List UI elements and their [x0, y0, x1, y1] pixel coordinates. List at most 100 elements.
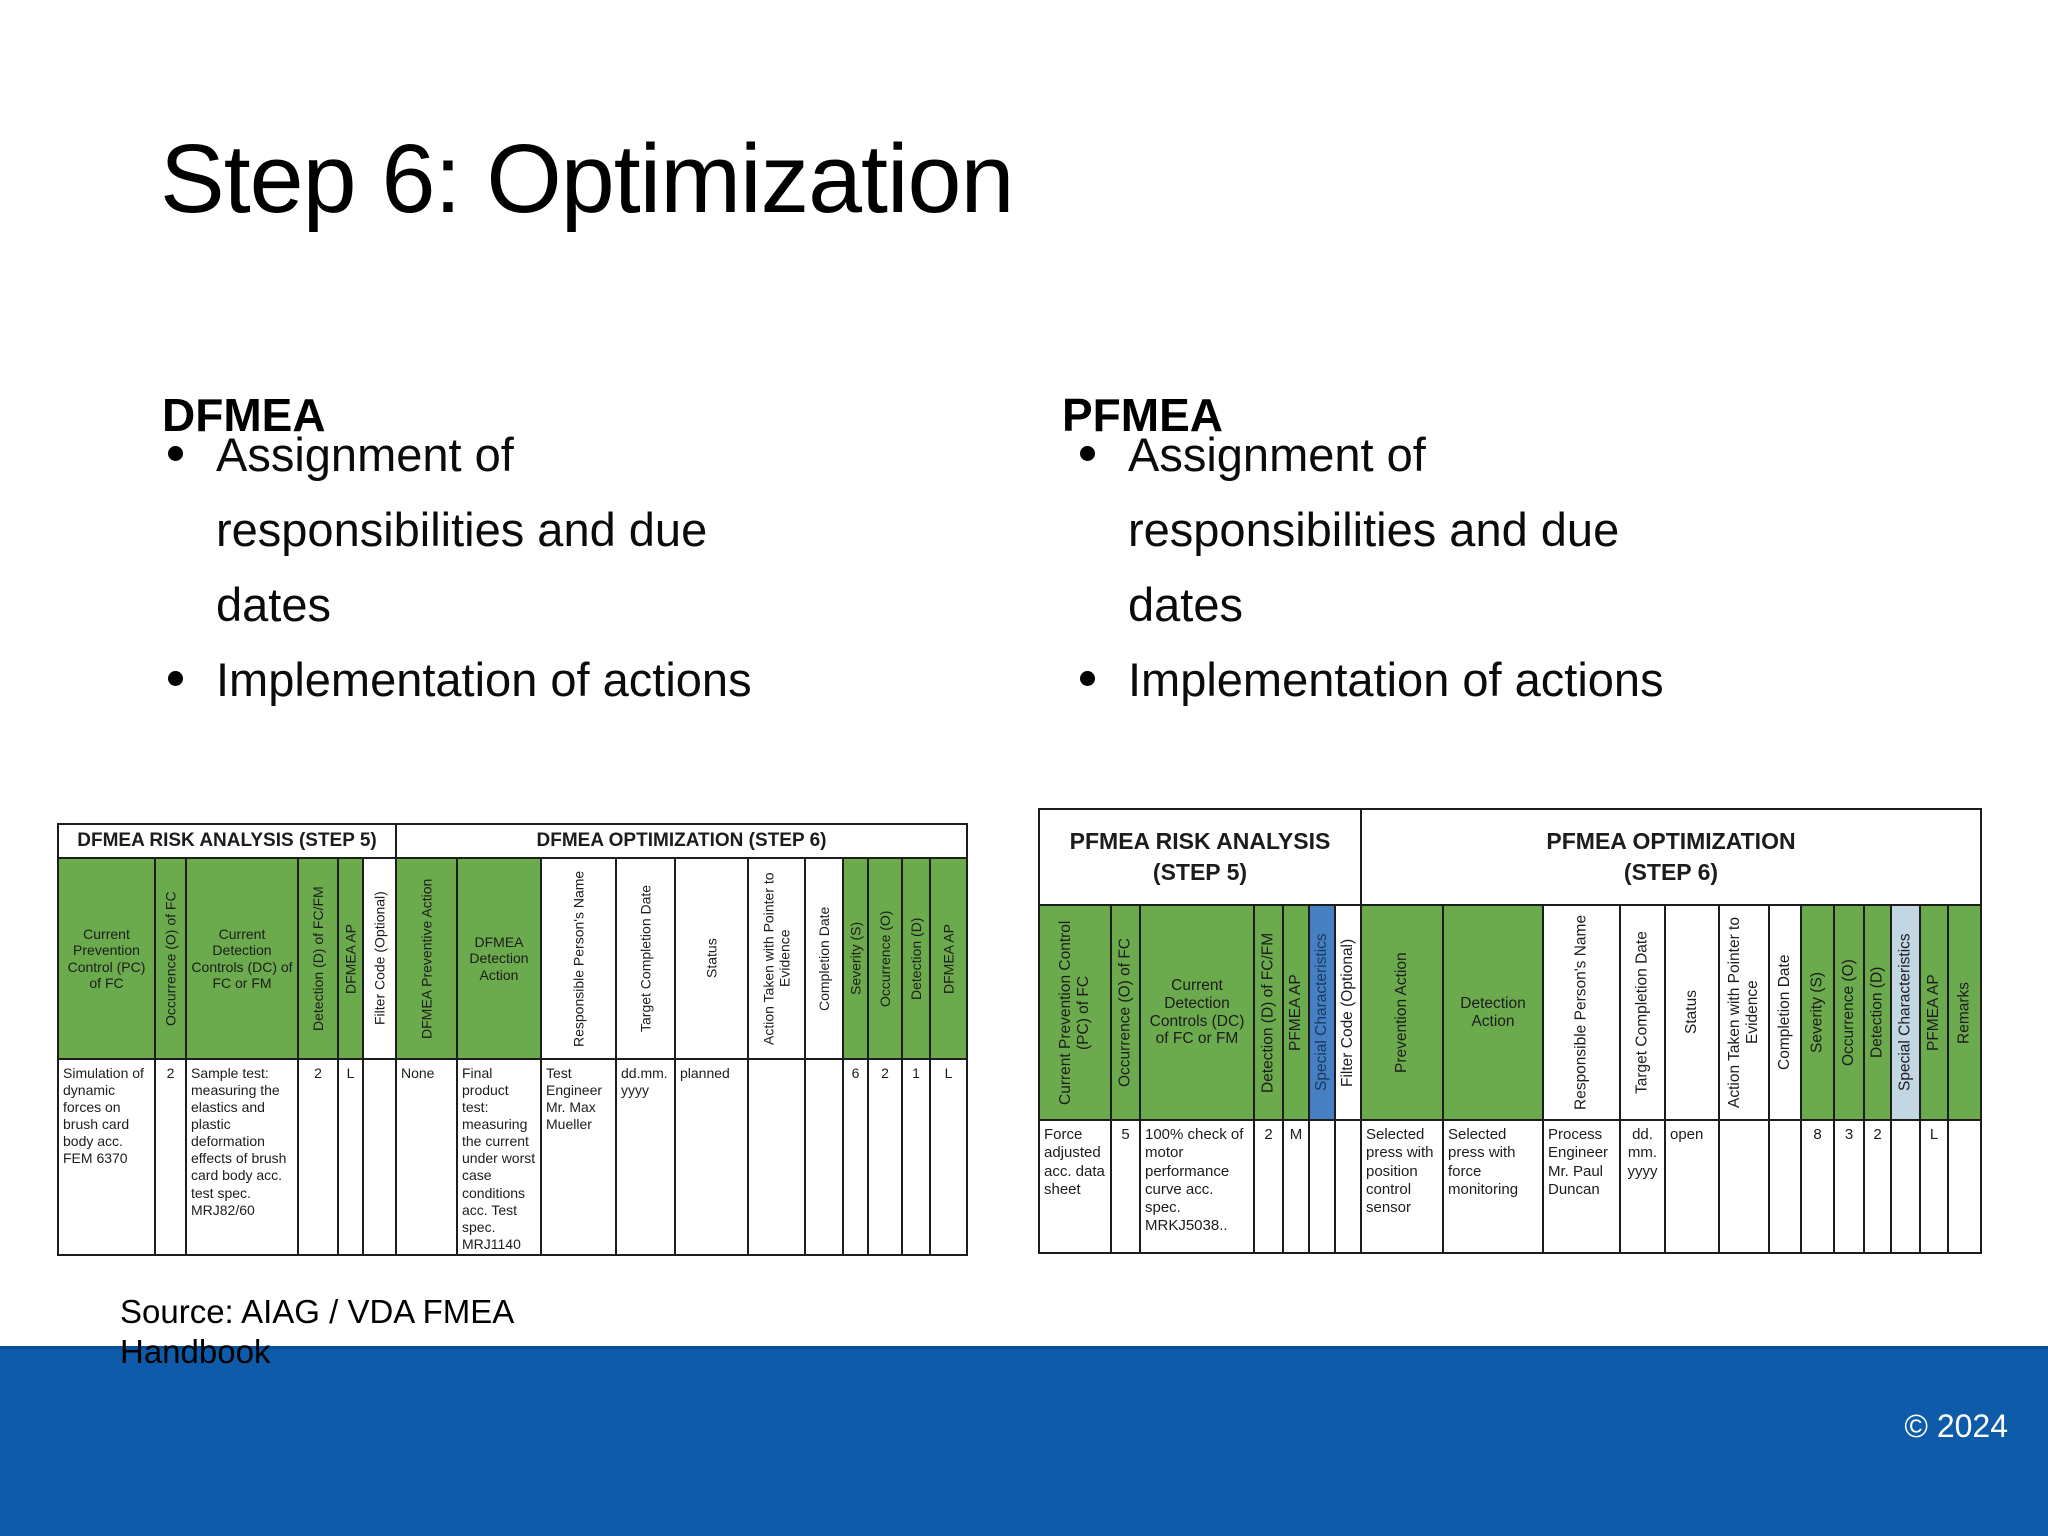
- table-cell: open: [1666, 1121, 1718, 1252]
- column-header: Detection (D) of FC/FM: [1255, 906, 1282, 1119]
- column-header: Current Detection Controls (DC) of FC or…: [187, 859, 297, 1058]
- table-cell: 1: [903, 1060, 929, 1254]
- column-header: Occurrence (O) of FC: [156, 859, 185, 1058]
- column-header: Current Prevention Control (PC) of FC: [59, 859, 154, 1058]
- list-item: Assignment of responsibilities and due d…: [168, 417, 788, 642]
- table-cell: dd. mm. yyyy: [1621, 1121, 1664, 1252]
- footer-bar: [0, 1346, 2048, 1536]
- table-cell: 2: [869, 1060, 901, 1254]
- table-cell: L: [339, 1060, 362, 1254]
- column-header: Detection (D): [903, 859, 929, 1058]
- table-cell: L: [931, 1060, 966, 1254]
- column-header: Detection (D) of FC/FM: [299, 859, 337, 1058]
- table-cell: Final product test: measuring the curren…: [458, 1060, 540, 1254]
- section-header-line: (STEP 5): [1152, 859, 1248, 885]
- column-header: Target Completion Date: [1621, 906, 1664, 1119]
- column-header: Severity (S): [1802, 906, 1833, 1119]
- table-cell: Sample test: measuring the elastics and …: [187, 1060, 297, 1254]
- table-cell: Selected press with force monitoring: [1444, 1121, 1542, 1252]
- list-item: Assignment of responsibilities and due d…: [1080, 417, 1700, 642]
- page-title: Step 6: Optimization: [160, 123, 1014, 233]
- column-header: Detection Action: [1444, 906, 1542, 1119]
- table-cell: [1770, 1121, 1800, 1252]
- list-item: Implementation of actions: [168, 642, 788, 717]
- column-header: Action Taken with Pointer to Evidence: [1720, 906, 1768, 1119]
- table-cell: 2: [1865, 1121, 1890, 1252]
- table-cell: [364, 1060, 395, 1254]
- source-line: Source: AIAG / VDA FMEA: [120, 1293, 515, 1330]
- section-header-line: PFMEA RISK ANALYSIS: [1069, 827, 1331, 854]
- column-header: Occurrence (O): [869, 859, 901, 1058]
- table-cell: Simulation of dynamic forces on brush ca…: [59, 1060, 154, 1254]
- risk-analysis-section-header: DFMEA RISK ANALYSIS (STEP 5): [59, 825, 395, 857]
- column-header: Special Characteristics: [1892, 906, 1919, 1119]
- column-header: Current Prevention Control (PC) of FC: [1040, 906, 1110, 1119]
- optimization-section-header: PFMEA OPTIMIZATION (STEP 6): [1362, 810, 1980, 904]
- table-cell: dd.mm. yyyy: [617, 1060, 674, 1254]
- column-header: DFMEA Preventive Action: [397, 859, 456, 1058]
- bullet-text: Assignment of responsibilities and due d…: [1128, 428, 1620, 631]
- column-header: Action Taken with Pointer to Evidence: [749, 859, 804, 1058]
- column-header: Status: [676, 859, 747, 1058]
- table-cell: Force adjusted acc. data sheet: [1040, 1121, 1110, 1252]
- section-header-line: (STEP 6): [1623, 859, 1719, 885]
- column-header: DFMEA AP: [931, 859, 966, 1058]
- section-header-line: PFMEA OPTIMIZATION: [1546, 827, 1796, 854]
- column-header: Completion Date: [1770, 906, 1800, 1119]
- source-note: Source: AIAG / VDA FMEA Handbook: [120, 1292, 514, 1372]
- column-header: Responsible Person's Name: [1544, 906, 1619, 1119]
- column-header: Status: [1666, 906, 1718, 1119]
- column-header: Occurrence (O): [1835, 906, 1863, 1119]
- column-header: DFMEA AP: [339, 859, 362, 1058]
- risk-analysis-section-header: PFMEA RISK ANALYSIS (STEP 5): [1040, 810, 1360, 904]
- table-cell: 2: [299, 1060, 337, 1254]
- section-header-line: DFMEA OPTIMIZATION (STEP 6): [536, 830, 827, 851]
- bullet-text: Implementation of actions: [216, 653, 752, 706]
- table-cell: None: [397, 1060, 456, 1254]
- table-cell: planned: [676, 1060, 747, 1254]
- column-header: Special Characteristics: [1310, 906, 1334, 1119]
- column-header: Severity (S): [844, 859, 867, 1058]
- table-cell: 3: [1835, 1121, 1863, 1252]
- table-cell: [1720, 1121, 1768, 1252]
- optimization-section-header: DFMEA OPTIMIZATION (STEP 6): [397, 825, 966, 857]
- column-header: PFMEA AP: [1921, 906, 1947, 1119]
- list-item: Implementation of actions: [1080, 642, 1700, 717]
- table-cell: [1892, 1121, 1919, 1252]
- column-header: PFMEA AP: [1284, 906, 1308, 1119]
- pfmea-form-table: PFMEA RISK ANALYSIS (STEP 5) PFMEA OPTIMIZ…: [1038, 808, 1982, 1254]
- column-header: Prevention Action: [1362, 906, 1442, 1119]
- column-header: DFMEA Detection Action: [458, 859, 540, 1058]
- column-header: Remarks: [1949, 906, 1980, 1119]
- bullet-icon: [1080, 671, 1095, 686]
- pfmea-bullet-list: Assignment of responsibilities and due d…: [1080, 417, 1700, 717]
- table-cell: [1949, 1121, 1980, 1252]
- bullet-icon: [1080, 446, 1095, 461]
- table-cell: Test Engineer Mr. Max Mueller: [542, 1060, 615, 1254]
- column-header: Target Completion Date: [617, 859, 674, 1058]
- table-cell: 6: [844, 1060, 867, 1254]
- table-cell: 2: [156, 1060, 185, 1254]
- bullet-icon: [168, 671, 183, 686]
- section-header-line: DFMEA RISK ANALYSIS (STEP 5): [77, 830, 377, 851]
- column-header: Current Detection Controls (DC) of FC or…: [1141, 906, 1253, 1119]
- column-header: Detection (D): [1865, 906, 1890, 1119]
- table-cell: Process Engineer Mr. Paul Duncan: [1544, 1121, 1619, 1252]
- table-cell: 8: [1802, 1121, 1833, 1252]
- table-cell: [749, 1060, 804, 1254]
- table-cell: 5: [1112, 1121, 1139, 1252]
- copyright-text: © 2024: [1904, 1408, 2008, 1444]
- bullet-icon: [168, 446, 183, 461]
- column-header: Completion Date: [806, 859, 842, 1058]
- source-line: Handbook: [120, 1333, 271, 1370]
- table-cell: [806, 1060, 842, 1254]
- table-cell: [1310, 1121, 1334, 1252]
- column-header: Occurrence (O) of FC: [1112, 906, 1139, 1119]
- dfmea-form-table: DFMEA RISK ANALYSIS (STEP 5) DFMEA OPTIMI…: [57, 823, 968, 1256]
- table-cell: 2: [1255, 1121, 1282, 1252]
- table-cell: [1336, 1121, 1360, 1252]
- table-cell: 100% check of motor performance curve ac…: [1141, 1121, 1253, 1252]
- dfmea-bullet-list: Assignment of responsibilities and due d…: [168, 417, 788, 717]
- dfmea-heading: DFMEA: [162, 389, 326, 442]
